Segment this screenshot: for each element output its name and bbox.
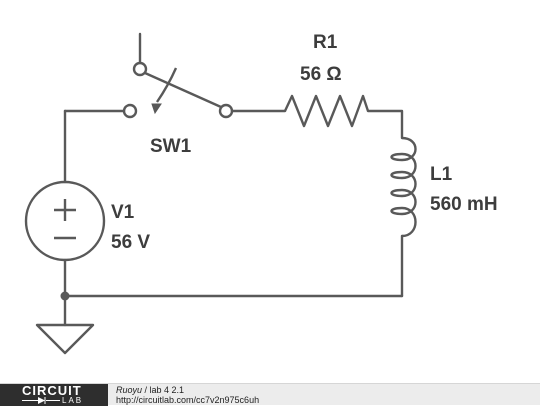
author-name[interactable]: Ruoyu: [116, 385, 143, 395]
diode-icon: [22, 397, 60, 404]
inductor-value-label: 560 mH: [430, 194, 498, 215]
resistor-r1: [283, 94, 370, 128]
circuitlab-logo: CIRCUIT LAB: [0, 384, 108, 406]
circuit-schematic: SW1 R1 56 Ω L1 560 mH V1 56 V: [24, 32, 498, 355]
inductor-name-label: L1: [430, 164, 453, 185]
circuit-title[interactable]: lab 4 2.1: [149, 385, 185, 395]
circuit-url-link[interactable]: http://circuitlab.com/cc7v2n975c6uh: [116, 395, 260, 405]
switch-name-label: SW1: [150, 136, 192, 157]
junction-dot: [60, 291, 70, 301]
logo-circuit-text: CIRCUIT: [22, 383, 82, 398]
title-separator: /: [142, 385, 150, 395]
ground-symbol: [35, 323, 95, 355]
switch-sw1: [122, 61, 234, 119]
source-name-label: V1: [111, 202, 135, 223]
inductor-l1: [390, 136, 417, 238]
wire-right-top: [366, 109, 404, 140]
footer-bar: CIRCUIT LAB Ruoyu / lab 4 2.1 http://cir…: [0, 383, 540, 406]
resistor-name-label: R1: [313, 32, 338, 53]
voltage-source-v1: [24, 180, 106, 262]
circuit-title-line: Ruoyu / lab 4 2.1: [116, 385, 184, 395]
resistor-value-label: 56 Ω: [300, 64, 342, 85]
source-value-label: 56 V: [111, 232, 150, 253]
logo-lab-text: LAB: [62, 396, 84, 405]
